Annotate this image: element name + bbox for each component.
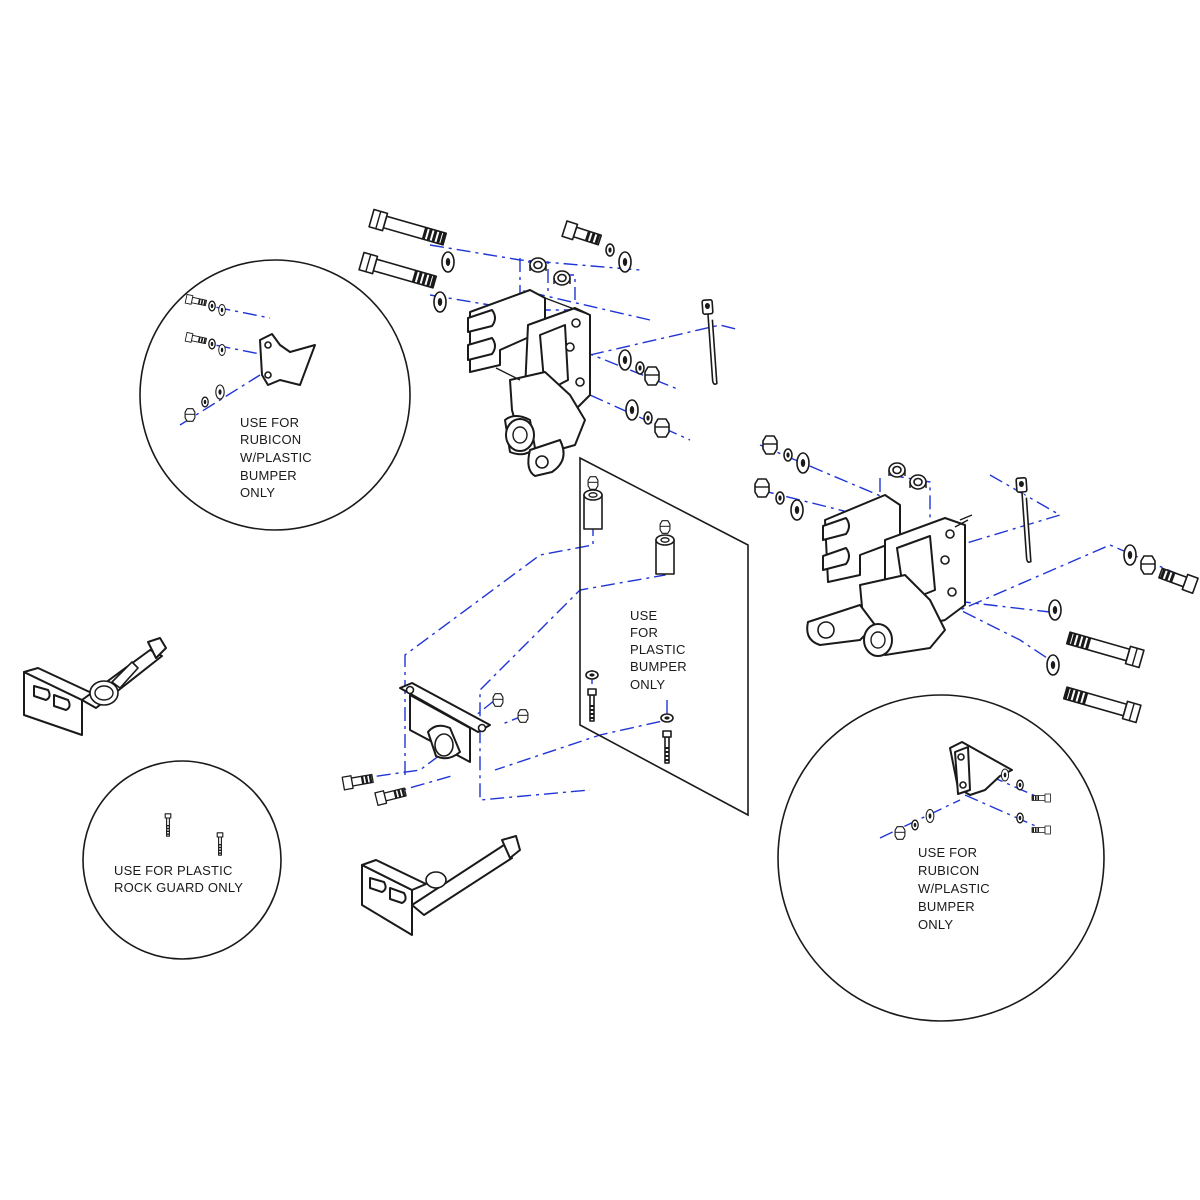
lower-center-bracket — [341, 682, 529, 806]
bottom-hitch-pin-bracket — [361, 835, 521, 936]
detail-circle-rubicon-left: USE FOR RUBICON W/PLASTIC BUMPER ONLY — [139, 259, 411, 531]
center-panel-note: USE FOR PLASTIC BUMPER ONLY — [630, 608, 691, 692]
left-tow-bracket-assembly — [358, 208, 719, 477]
plastic-bumper-panel: USE FOR PLASTIC BUMPER ONLY — [579, 456, 749, 817]
detail-circle-rubicon-right: USE FOR RUBICON W/PLASTIC BUMPER ONLY — [777, 694, 1105, 1022]
top-left-circle-note: USE FOR RUBICON W/PLASTIC BUMPER ONLY — [240, 415, 316, 500]
assembly-centerlines — [179, 244, 1181, 839]
bottom-right-circle-note: USE FOR RUBICON W/PLASTIC BUMPER ONLY — [918, 845, 994, 932]
right-tow-bracket-assembly — [754, 435, 1199, 724]
bottom-left-circle-note: USE FOR PLASTIC ROCK GUARD ONLY — [114, 863, 243, 895]
detail-circle-rock-guard: USE FOR PLASTIC ROCK GUARD ONLY — [82, 760, 282, 960]
left-hitch-pin-bracket — [23, 637, 167, 736]
